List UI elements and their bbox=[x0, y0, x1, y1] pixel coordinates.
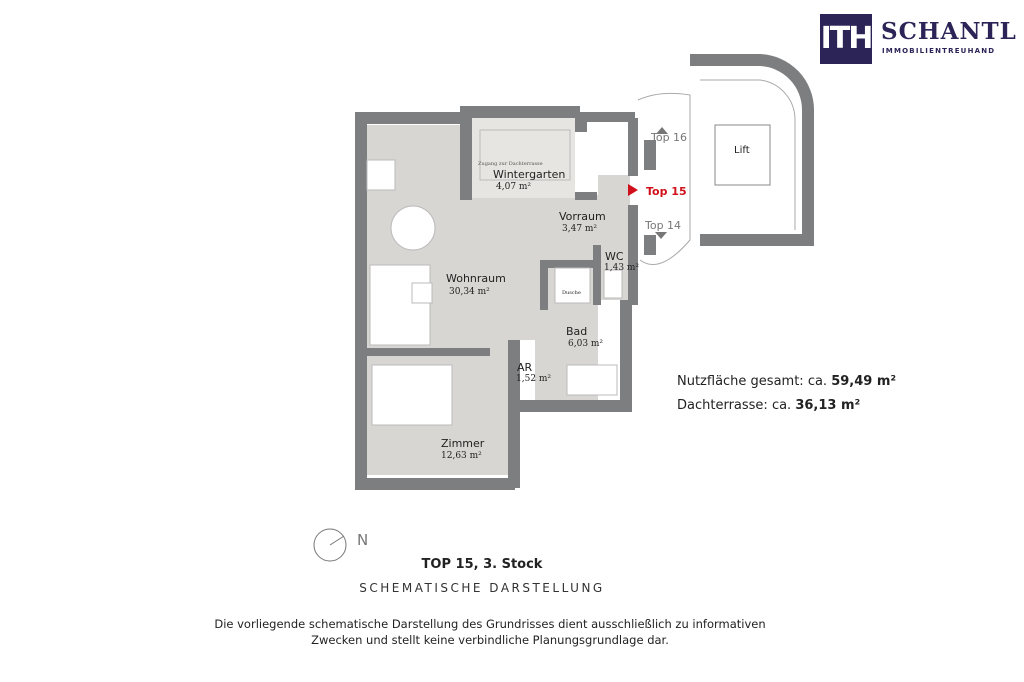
area-wc: 1,43 m² bbox=[604, 263, 640, 273]
stat-dachterrasse: Dachterrasse: ca. 36,13 m² bbox=[677, 398, 860, 413]
room-zimmer: Zimmer bbox=[441, 437, 485, 450]
plan-subtitle: SCHEMATISCHE DARSTELLUNG bbox=[359, 581, 605, 595]
wintergarten-floor bbox=[470, 118, 575, 198]
room-wintergarten: Wintergarten bbox=[493, 168, 566, 181]
top16-arrow-icon bbox=[656, 127, 668, 134]
room-bad: Bad bbox=[566, 325, 588, 338]
compass-label: N bbox=[357, 531, 369, 549]
plan-title: TOP 15, 3. Stock bbox=[421, 557, 543, 572]
top15-marker-icon bbox=[628, 184, 638, 196]
compass-icon bbox=[313, 528, 347, 562]
area-wohnraum: 30,34 m² bbox=[449, 287, 490, 297]
logo-mark: ITH bbox=[820, 14, 873, 64]
lift-label: Lift bbox=[734, 145, 750, 156]
room-wohnraum: Wohnraum bbox=[446, 272, 506, 285]
walls bbox=[355, 106, 656, 490]
room-wc: WC bbox=[605, 250, 624, 263]
nutzflaeche-value: 59,49 m² bbox=[831, 374, 897, 389]
disclaimer-line-1: Die vorliegende schematische Darstellung… bbox=[214, 617, 766, 631]
unit-top16: Top 16 bbox=[651, 131, 688, 144]
stat-nutzflaeche: Nutzfläche gesamt: ca. 59,49 m² bbox=[677, 374, 896, 389]
disclaimer: Die vorliegende schematische Darstellung… bbox=[0, 616, 980, 648]
wintergarten-note: Zugang zur Dachterrasse bbox=[478, 161, 543, 167]
furniture bbox=[366, 129, 623, 426]
area-ar: 1,52 m² bbox=[516, 374, 552, 384]
stairwell bbox=[637, 54, 815, 265]
unit-top15: Top 15 bbox=[646, 185, 687, 198]
room-vorraum: Vorraum bbox=[559, 210, 606, 223]
logo-tagline: IMMOBILIENTREUHAND bbox=[882, 47, 996, 55]
top14-arrow-icon bbox=[655, 232, 667, 239]
logo-name: SCHANTL bbox=[881, 18, 1017, 45]
nutzflaeche-label: Nutzfläche gesamt: ca. bbox=[677, 374, 828, 389]
shower-label: Dusche bbox=[562, 290, 581, 296]
dachterrasse-value: 36,13 m² bbox=[795, 398, 861, 413]
dachterrasse-label: Dachterrasse: ca. bbox=[677, 398, 792, 413]
area-vorraum: 3,47 m² bbox=[562, 224, 598, 234]
unit-top14: Top 14 bbox=[645, 219, 682, 232]
area-bad: 6,03 m² bbox=[568, 339, 604, 349]
area-zimmer: 12,63 m² bbox=[441, 451, 482, 461]
room-ar: AR bbox=[517, 361, 533, 374]
disclaimer-line-2: Zwecken und stellt keine verbindliche Pl… bbox=[311, 633, 669, 647]
area-wintergarten: 4,07 m² bbox=[496, 182, 532, 192]
